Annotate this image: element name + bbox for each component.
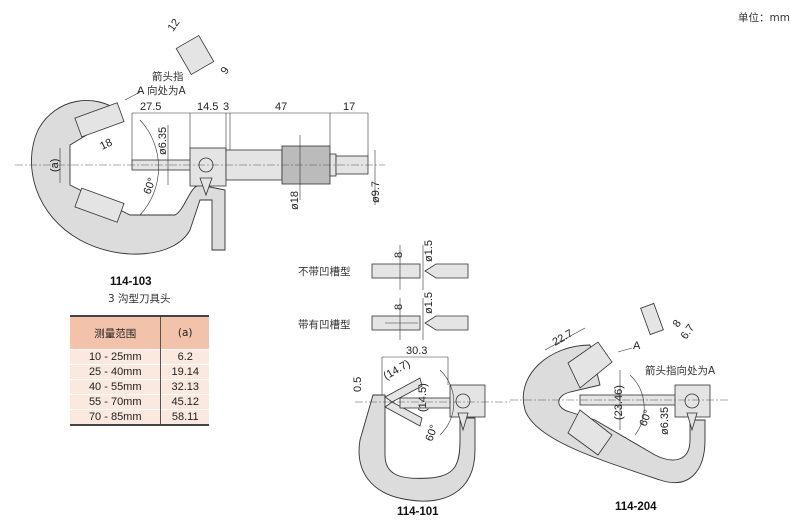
header-range: 测量范围: [70, 315, 162, 350]
micrometer-114-103: 27.5 14.5 3 47 17 ø6.35 18 (a) 60° ø18 ø…: [15, 17, 385, 305]
header-a: (a): [160, 315, 209, 350]
frame-114-101: [358, 394, 476, 502]
tip-inset: [175, 34, 215, 76]
arrow-note-2: 向处为A: [147, 84, 186, 97]
cell-range: 25 - 40mm: [70, 364, 162, 380]
arrow-note-1: 箭头指: [152, 70, 184, 83]
dim-tip-12: 12: [166, 17, 183, 34]
lock-lever[interactable]: [457, 412, 469, 432]
cell-a: 19.14: [160, 364, 209, 380]
dim-a: (a): [49, 159, 61, 172]
model-label-114-101: 114-101: [397, 506, 439, 518]
anvil-lower: [74, 187, 125, 223]
anvil-types: 不带凹槽型 带有凹槽型 8 ø1.5 8 ø1.5: [298, 240, 469, 340]
dim-dia-1: ø1.5: [423, 240, 435, 262]
arrow-note-204: 箭头指向处为A: [645, 364, 716, 377]
dim-14-5-101: (14.5): [417, 383, 429, 412]
frame-114-204: [522, 344, 706, 484]
v-anvil-204: [567, 341, 613, 456]
dim-angle-101: 60°: [424, 423, 441, 443]
table-header: 测量范围 (a): [70, 315, 209, 350]
dim-thimble: ø18: [289, 191, 301, 210]
v-anvil-101: [384, 377, 423, 427]
dim-47: 47: [275, 101, 287, 113]
dim-ratchet: ø9.7: [370, 181, 382, 203]
anvil-plain: [371, 263, 421, 279]
dim-8-204: 8: [671, 318, 684, 330]
lock-icon[interactable]: [684, 393, 700, 409]
dim-14-5: 14.5: [197, 101, 218, 113]
dim-len-2: 8: [393, 304, 405, 310]
dim-6-35: ø6.35: [157, 127, 169, 155]
micrometer-114-204: 22.7 A 8 6.7 箭头指向处为A (23.46) 60° ø6.35 1…: [510, 302, 730, 513]
dim-27-5: 27.5: [140, 101, 161, 113]
model-label-114-204: 114-204: [615, 501, 657, 513]
lock-lever[interactable]: [686, 412, 698, 432]
unit-label: 单位：mm: [738, 11, 790, 24]
dim-3: 3: [223, 101, 229, 113]
arrow-a-204: A: [633, 340, 641, 352]
tip-inset-204: [640, 302, 664, 336]
lock-lever[interactable]: [199, 177, 213, 197]
dim-dia-2: ø1.5: [423, 292, 435, 314]
label-with-groove: 带有凹槽型: [298, 318, 351, 331]
cell-range: 10 - 25mm: [70, 349, 162, 365]
dim-23-46: (23.46): [613, 385, 625, 420]
spindle-tip-1: [424, 263, 469, 279]
cell-a: 58.11: [160, 409, 209, 426]
dim-len-1: 8: [393, 252, 405, 258]
cell-a: 6.2: [160, 349, 209, 365]
cell-range: 55 - 70mm: [70, 394, 162, 410]
cell-range: 40 - 55mm: [70, 379, 162, 395]
anvil-upper: [74, 102, 125, 138]
arrow-a-label: A: [137, 85, 145, 97]
spindle-tip-2: [424, 315, 469, 331]
dim-0-5: 0.5: [352, 377, 364, 392]
label-without-groove: 不带凹槽型: [298, 265, 351, 278]
dim-14-7: (14.7): [382, 358, 413, 383]
dim-17: 17: [343, 101, 355, 113]
dim-angle-204: 60°: [638, 408, 655, 428]
dim-6-35-204: ø6.35: [659, 407, 671, 435]
frame-114-103: [31, 100, 226, 255]
model-subtitle: 3 沟型刀具头: [108, 292, 171, 305]
dim-30-3: 30.3: [406, 345, 427, 357]
dim-22-7: 22.7: [551, 327, 576, 348]
cell-range: 70 - 85mm: [70, 409, 162, 426]
dim-18: 18: [98, 137, 114, 153]
cell-a: 32.13: [160, 379, 209, 395]
cell-a: 45.12: [160, 394, 209, 410]
dim-tip-9: 9: [219, 65, 232, 77]
dim-angle: 60°: [142, 176, 159, 196]
micrometer-114-101: 30.3 (14.7) 0.5 (14.5) 60° 114-101: [352, 345, 510, 518]
lock-icon[interactable]: [455, 393, 471, 409]
model-label-114-103: 114-103: [110, 276, 152, 288]
